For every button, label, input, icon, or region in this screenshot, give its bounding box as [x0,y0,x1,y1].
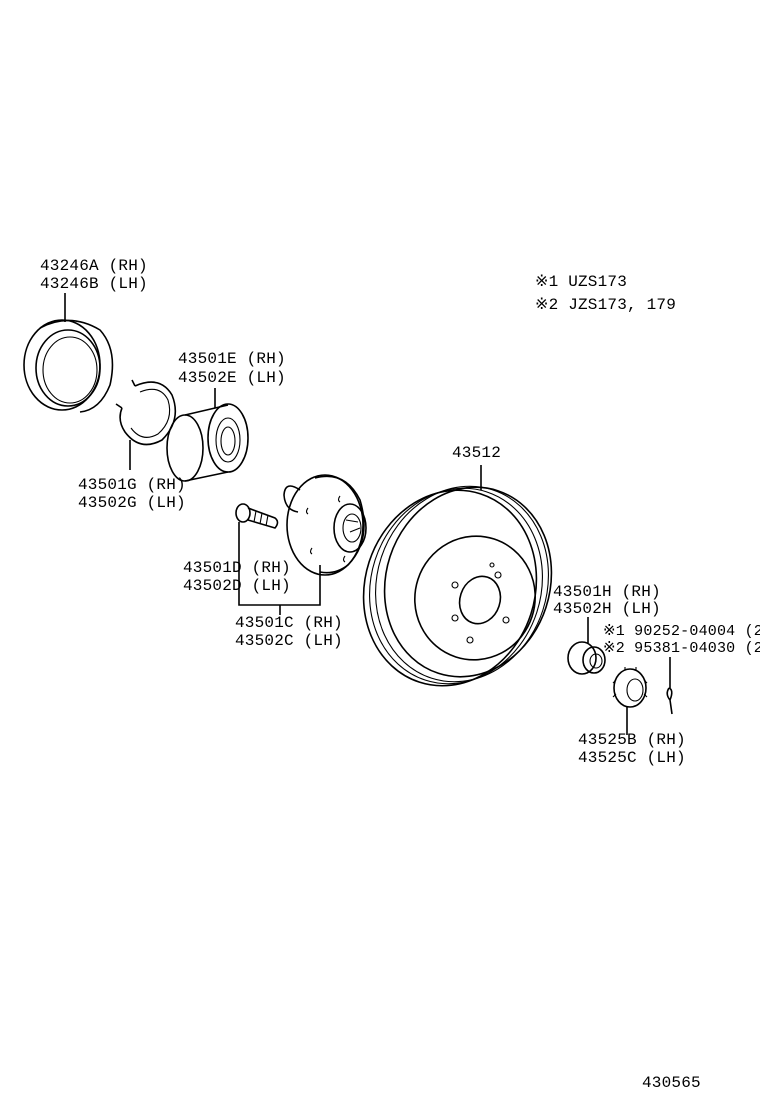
oil-seal-drawing [23,293,114,413]
bearing-drawing [166,388,249,482]
hub-bolt-label-rh: 43501D (RH) [183,559,291,577]
bearing-label-lh: 43502E (LH) [178,369,286,387]
note-1: ※1 UZS173 [535,273,628,291]
nut-lock-cap-drawing [612,667,648,735]
oil-seal-label-rh: 43246A (RH) [40,257,148,275]
hub-bolt-label-lh: 43502D (LH) [183,577,291,595]
hub-drawing [283,474,367,576]
hub-label-lh: 43502C (LH) [235,632,343,650]
lock-cap-label-rh: 43525B (RH) [578,731,686,749]
snap-ring-label-rh: 43501G (RH) [78,476,186,494]
hub-nut-drawing [567,617,606,675]
hub-label-rh: 43501C (RH) [235,614,343,632]
lock-cap-label-lh: 43525C (LH) [578,749,686,767]
disc-label: 43512 [452,444,502,462]
disc-rotor-drawing [362,465,553,687]
cotter-pin-drawing [666,657,673,715]
oil-seal-label-lh: 43246B (LH) [40,275,148,293]
note-2: ※2 JZS173, 179 [535,296,677,314]
diagram-id: 430565 [642,1074,701,1092]
hub-nut-label-rh: 43501H (RH) [553,583,661,601]
nut-alt-label-2: ※2 95381-04030 (2) [603,640,760,657]
hub-bolt-drawing [235,503,321,615]
bearing-label-rh: 43501E (RH) [178,350,286,368]
snap-ring-drawing [115,379,177,470]
hub-nut-label-lh: 43502H (LH) [553,600,661,618]
snap-ring-label-lh: 43502G (LH) [78,494,186,512]
nut-alt-label-1: ※1 90252-04004 (2) [603,623,760,640]
